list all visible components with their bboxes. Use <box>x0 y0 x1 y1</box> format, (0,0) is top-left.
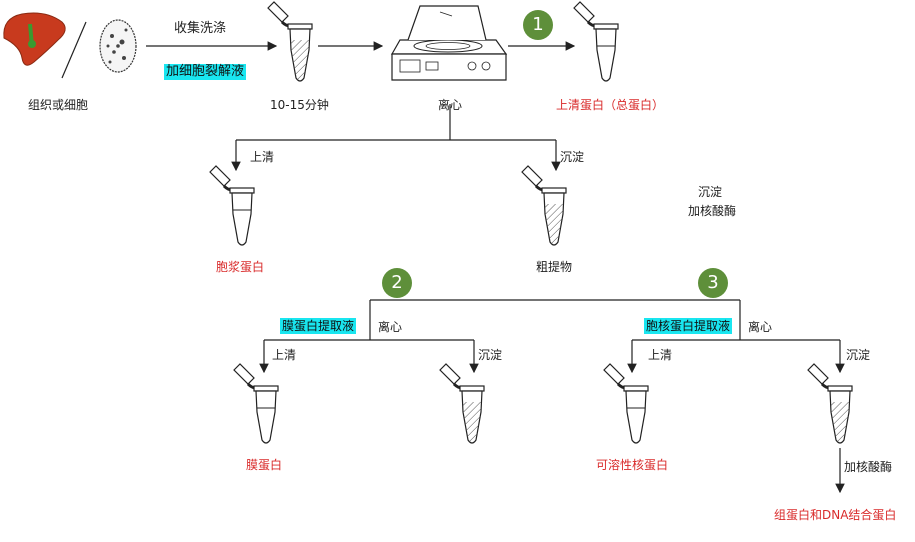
nuclear-extract-label: 胞核蛋白提取液 <box>644 318 733 334</box>
pellet-tube-icon <box>522 166 566 245</box>
pellet-nuclease-label-1: 沉淀 <box>698 185 723 199</box>
slash-divider <box>61 21 87 79</box>
liver-icon <box>3 12 66 66</box>
step-3-badge: 3 <box>698 268 728 298</box>
time-label: 10-15分钟 <box>270 98 329 112</box>
cytoplasm-tube-icon <box>210 166 254 245</box>
crude-extract-label: 粗提物 <box>536 260 573 274</box>
cell-icon <box>99 19 137 73</box>
branch-supernatant-label: 上清 <box>250 150 275 164</box>
branch-pellet-label: 沉淀 <box>560 150 585 164</box>
cytoplasm-protein-label: 胞浆蛋白 <box>216 260 265 274</box>
centrifuge-left-label: 离心 <box>378 320 403 334</box>
membrane-protein-label: 膜蛋白 <box>246 458 283 472</box>
right-supernatant-label: 上清 <box>648 348 673 362</box>
left-pellet-label: 沉淀 <box>478 348 503 362</box>
collect-wash-label: 收集洗涤 <box>174 21 227 36</box>
centrifuge-right-label: 离心 <box>748 320 773 334</box>
right-pellet-label: 沉淀 <box>846 348 871 362</box>
tissue-cell-label: 组织或细胞 <box>28 98 89 112</box>
pellet-nuclease-label-2: 加核酸酶 <box>688 204 737 218</box>
add-nuclease-bottom-label: 加核酸酶 <box>844 460 893 474</box>
total-protein-label: 上清蛋白（总蛋白） <box>556 98 665 112</box>
centrifuge-main-label: 离心 <box>438 98 463 112</box>
step-2-badge: 2 <box>382 268 412 298</box>
soluble-nuclear-tube-icon <box>604 364 648 443</box>
left-supernatant-label: 上清 <box>272 348 297 362</box>
supernatant-tube-icon <box>574 2 618 81</box>
right-pellet-tube-icon <box>808 364 852 443</box>
left-pellet-tube-icon <box>440 364 484 443</box>
soluble-nuclear-label: 可溶性核蛋白 <box>596 458 669 472</box>
membrane-extract-label: 膜蛋白提取液 <box>280 318 357 334</box>
membrane-tube-icon <box>234 364 278 443</box>
centrifuge-icon <box>390 5 508 81</box>
add-lysis-label: 加细胞裂解液 <box>164 64 247 80</box>
step-1-badge: 1 <box>523 10 553 40</box>
histone-dna-label: 组蛋白和DNA结合蛋白 <box>774 508 897 522</box>
lysis-tube-icon <box>268 2 312 81</box>
